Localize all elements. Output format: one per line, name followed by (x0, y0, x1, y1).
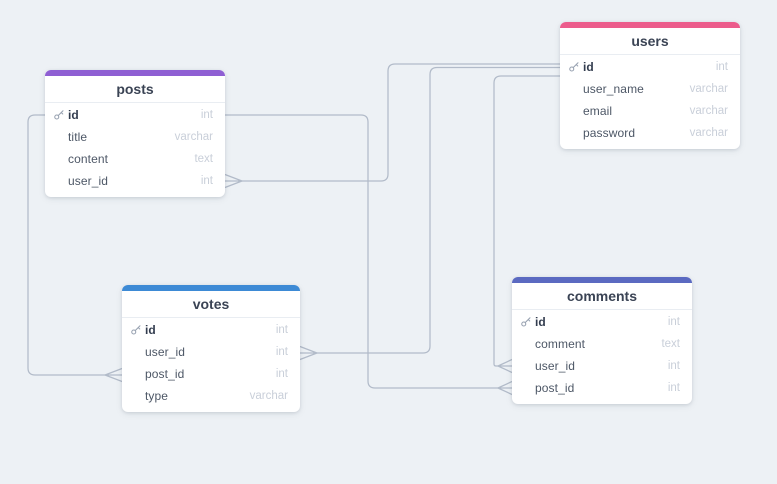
field-name: user_id (145, 345, 186, 359)
primary-key-icon (520, 316, 535, 328)
field-row-posts-title[interactable]: title varchar (45, 126, 225, 148)
field-type: int (715, 61, 728, 73)
field-type: int (200, 175, 213, 187)
field-type: text (661, 338, 680, 350)
field-type: varchar (249, 390, 288, 402)
field-type: varchar (174, 131, 213, 143)
field-type: int (200, 109, 213, 121)
table-title-posts: posts (45, 76, 225, 103)
field-name: id (145, 323, 156, 337)
table-title-votes: votes (122, 291, 300, 318)
field-type: int (667, 360, 680, 372)
field-name: post_id (145, 367, 185, 381)
field-row-users-id[interactable]: id int (560, 56, 740, 78)
field-row-posts-id[interactable]: id int (45, 104, 225, 126)
crows-foot-marker (104, 367, 123, 383)
primary-key-icon (568, 61, 583, 73)
primary-key-icon (130, 324, 145, 336)
field-row-votes-user_id[interactable]: user_id int (122, 341, 300, 363)
field-row-posts-content[interactable]: content text (45, 148, 225, 170)
field-type: varchar (689, 83, 728, 95)
table-accent-bar (122, 285, 300, 291)
field-name: comment (535, 337, 586, 351)
field-row-users-password[interactable]: password varchar (560, 122, 740, 144)
relationship-users-id-to-posts-user_id (224, 63, 560, 189)
field-type: int (275, 368, 288, 380)
field-type: text (194, 153, 213, 165)
field-name: user_name (583, 82, 644, 96)
field-row-comments-post_id[interactable]: post_id int (512, 377, 692, 399)
table-accent-bar (512, 277, 692, 283)
field-name: user_id (535, 359, 576, 373)
field-row-comments-user_id[interactable]: user_id int (512, 355, 692, 377)
table-accent-bar (560, 22, 740, 28)
field-type: varchar (689, 105, 728, 117)
relationship-line (242, 63, 560, 182)
field-name: user_id (68, 174, 109, 188)
field-row-votes-post_id[interactable]: post_id int (122, 363, 300, 385)
field-name: post_id (535, 381, 575, 395)
field-name: title (68, 130, 88, 144)
field-row-posts-user_id[interactable]: user_id int (45, 170, 225, 192)
table-accent-bar (45, 70, 225, 76)
field-name: type (145, 389, 169, 403)
field-name: id (535, 315, 546, 329)
crows-foot-marker (224, 173, 243, 189)
field-row-comments-comment[interactable]: comment text (512, 333, 692, 355)
field-type: varchar (689, 127, 728, 139)
field-row-users-email[interactable]: email varchar (560, 100, 740, 122)
table-fields: id int title varchar content text user_id int (45, 103, 225, 197)
primary-key-icon (53, 109, 68, 121)
field-name: id (583, 60, 594, 74)
crows-foot-marker (497, 380, 513, 396)
table-title-users: users (560, 28, 740, 55)
table-title-comments: comments (512, 283, 692, 310)
crows-foot-marker (497, 358, 513, 374)
field-type: int (667, 382, 680, 394)
field-name: content (68, 152, 109, 166)
field-name: email (583, 104, 613, 118)
field-name: password (583, 126, 636, 140)
field-type: int (667, 316, 680, 328)
field-row-votes-type[interactable]: type varchar (122, 385, 300, 407)
table-posts[interactable]: posts id int title varchar content text user_id… (45, 70, 225, 197)
field-type: int (275, 324, 288, 336)
field-type: int (275, 346, 288, 358)
field-row-votes-id[interactable]: id int (122, 319, 300, 341)
field-row-users-user_name[interactable]: user_name varchar (560, 78, 740, 100)
crows-foot-marker (299, 345, 318, 361)
field-name: id (68, 108, 79, 122)
field-row-comments-id[interactable]: id int (512, 311, 692, 333)
